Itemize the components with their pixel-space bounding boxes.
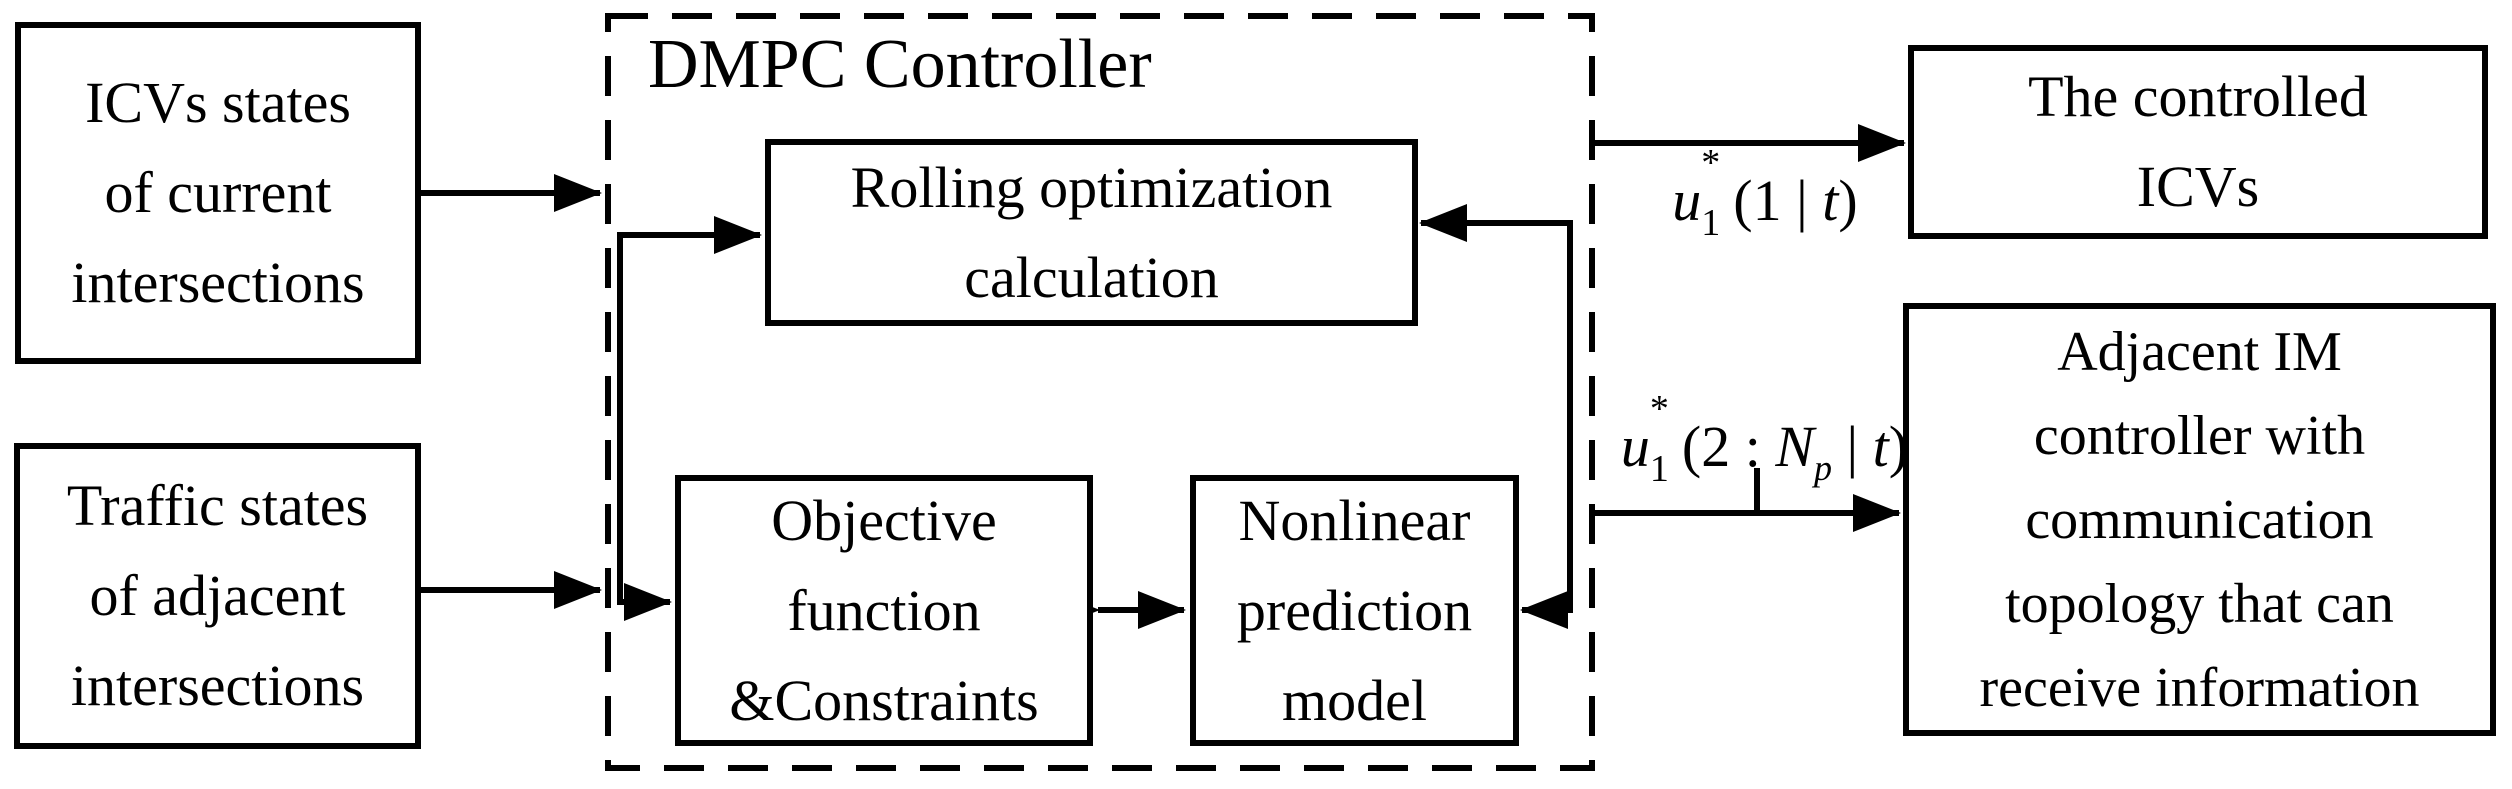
box-nonlinear-prediction: Nonlinear prediction model: [1190, 475, 1519, 746]
box-text-line: Objective: [771, 487, 997, 553]
box-text-line: Traffic states: [66, 473, 369, 538]
box-text-line: of adjacent: [89, 563, 346, 628]
label-u1-2npt: u*1(2 : Np | t): [1592, 390, 1937, 503]
box-text-line: controller with: [2033, 404, 2366, 467]
box-text-line: ICVs: [2136, 154, 2260, 219]
math-var-n: N: [1775, 414, 1815, 479]
box-text-line: prediction: [1236, 577, 1473, 643]
math-var-t: t: [1822, 168, 1839, 233]
box-objective-function: Objective function &Constraints: [675, 475, 1093, 746]
math-var-t: t: [1872, 414, 1889, 479]
dmpc-controller-dashed-border: [605, 13, 1595, 771]
box-text-line: calculation: [964, 244, 1219, 310]
math-subscript-one: 1: [1701, 202, 1721, 244]
box-text-line: receive information: [1979, 656, 2420, 719]
math-bar: |: [1832, 414, 1873, 479]
box-text-line: intersections: [71, 250, 365, 315]
box-controlled-icvs: The controlled ICVs: [1908, 45, 2488, 239]
box-text-line: The controlled: [2028, 64, 2368, 129]
math-subsup-stack: *1: [1701, 144, 1733, 242]
box-text-line: topology that can: [2005, 572, 2394, 635]
box-text-line: model: [1282, 667, 1427, 733]
box-icv-states: ICVs states of current intersections: [15, 22, 421, 364]
box-text-line: &Constraints: [729, 667, 1039, 733]
box-traffic-states: Traffic states of adjacent intersections: [14, 443, 421, 749]
box-text-line: Rolling optimization: [850, 154, 1333, 220]
label-u1-1t: u*1(1 | t): [1630, 144, 1900, 242]
math-superscript-star: *: [1701, 142, 1721, 184]
math-argument: (1 |: [1733, 168, 1823, 233]
box-text-line: ICVs states: [85, 70, 351, 135]
math-subsup-stack: *1: [1650, 390, 1682, 488]
dmpc-controller-title: DMPC Controller: [648, 26, 1152, 103]
box-text-line: function: [787, 577, 981, 643]
box-text-line: Adjacent IM: [2057, 320, 2342, 383]
math-close-paren: ): [1838, 168, 1858, 233]
box-text-line: Nonlinear: [1238, 487, 1471, 553]
box-text-line: intersections: [70, 653, 365, 718]
box-text-line: of current: [104, 160, 332, 225]
box-rolling-optimization: Rolling optimization calculation: [765, 139, 1418, 326]
math-close-paren: ): [1888, 414, 1909, 479]
math-argument: (2 :: [1681, 414, 1776, 479]
math-superscript-star: *: [1649, 388, 1669, 430]
math-var-u: u: [1620, 414, 1650, 479]
box-adjacent-im-controller: Adjacent IM controller with communicatio…: [1903, 303, 2496, 736]
math-subscript-p: p: [1814, 448, 1833, 488]
math-var-u: u: [1672, 168, 1702, 233]
box-text-line: communication: [2025, 488, 2374, 551]
math-subscript-one: 1: [1649, 448, 1669, 490]
